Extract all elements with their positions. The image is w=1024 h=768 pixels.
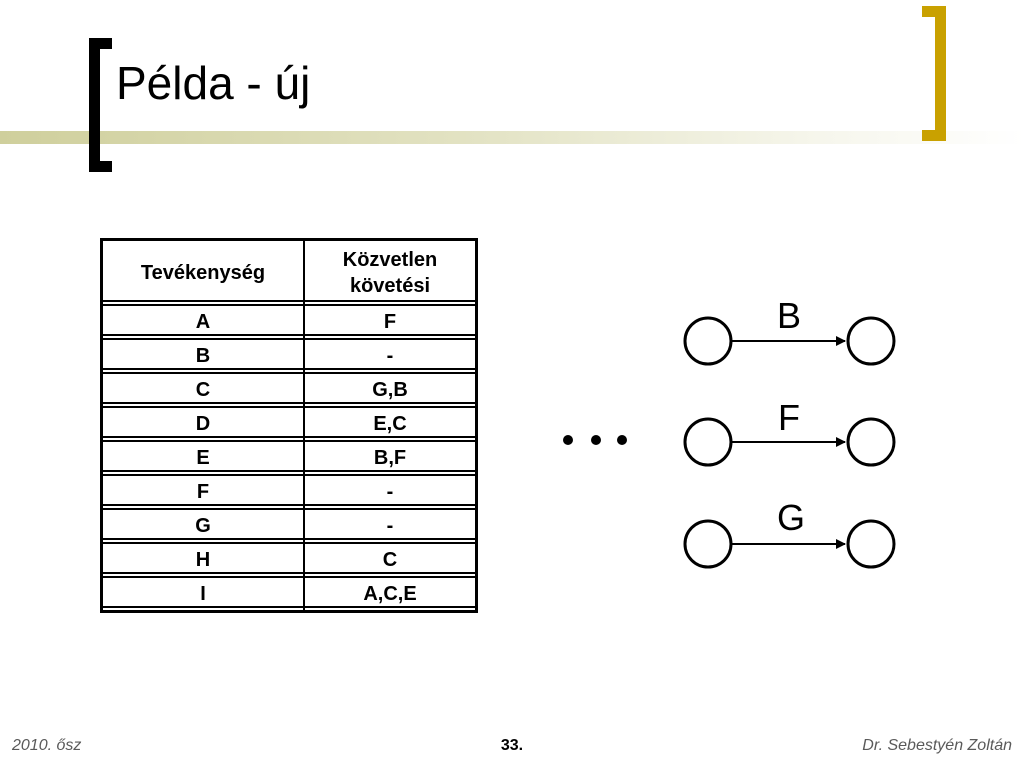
arrow-group-g: G (683, 497, 896, 569)
cell-activity: A (100, 305, 305, 340)
cell-successors: B,F (302, 441, 478, 476)
table-row: F - (100, 475, 478, 510)
left-bracket-decoration (89, 38, 112, 172)
cell-successors: - (302, 339, 478, 374)
ellipsis-dots (560, 418, 630, 458)
cell-activity: C (100, 373, 305, 408)
right-bracket-decoration (922, 6, 946, 141)
activity-table: Tevékenység Közvetlen követési A F B - C… (100, 238, 478, 613)
table-row: I A,C,E (100, 577, 478, 613)
arrow-label: B (777, 295, 801, 336)
arrow-label: G (777, 497, 805, 538)
footer-author: Dr. Sebestyén Zoltán (862, 737, 1012, 754)
table-row: D E,C (100, 407, 478, 442)
start-node (683, 519, 733, 569)
arrow-group-f: F (683, 397, 896, 467)
arrow-group-b: B (683, 295, 896, 366)
cell-successors: E,C (302, 407, 478, 442)
activity-arrow-diagram: B F G (555, 290, 905, 580)
end-node (846, 316, 896, 366)
table-row: B - (100, 339, 478, 374)
cell-activity: H (100, 543, 305, 578)
cell-successors: A,C,E (302, 577, 478, 613)
header-successors-line2: követési (349, 274, 431, 297)
start-node (683, 417, 733, 467)
footer-semester: 2010. ősz (12, 737, 82, 754)
footer-page-number: 33. (500, 737, 524, 754)
cell-activity: G (100, 509, 305, 544)
cell-successors: - (302, 475, 478, 510)
end-node (846, 417, 896, 467)
ellipsis-dot (591, 435, 601, 445)
cell-activity: D (100, 407, 305, 442)
cell-activity: F (100, 475, 305, 510)
table-row: C G,B (100, 373, 478, 408)
header-successors-line1: Közvetlen (342, 248, 438, 271)
ellipsis-dot (563, 435, 573, 445)
table-row: E B,F (100, 441, 478, 476)
cell-successors: F (302, 305, 478, 340)
table-row: H C (100, 543, 478, 578)
table-row: G - (100, 509, 478, 544)
cell-successors: G,B (302, 373, 478, 408)
header-successors: Közvetlen követési (302, 239, 478, 306)
start-node (683, 316, 733, 366)
end-node (846, 519, 896, 569)
arrow-label: F (778, 397, 800, 438)
header-activity: Tevékenység (100, 239, 305, 306)
cell-activity: B (100, 339, 305, 374)
cell-successors: - (302, 509, 478, 544)
cell-successors: C (302, 543, 478, 578)
cell-activity: E (100, 441, 305, 476)
table-header-row: Tevékenység Közvetlen követési (100, 239, 478, 306)
page-title: Példa - új (116, 57, 311, 109)
table-row: A F (100, 305, 478, 340)
ellipsis-dot (617, 435, 627, 445)
title-underline-bar (0, 131, 1024, 144)
cell-activity: I (100, 577, 305, 613)
